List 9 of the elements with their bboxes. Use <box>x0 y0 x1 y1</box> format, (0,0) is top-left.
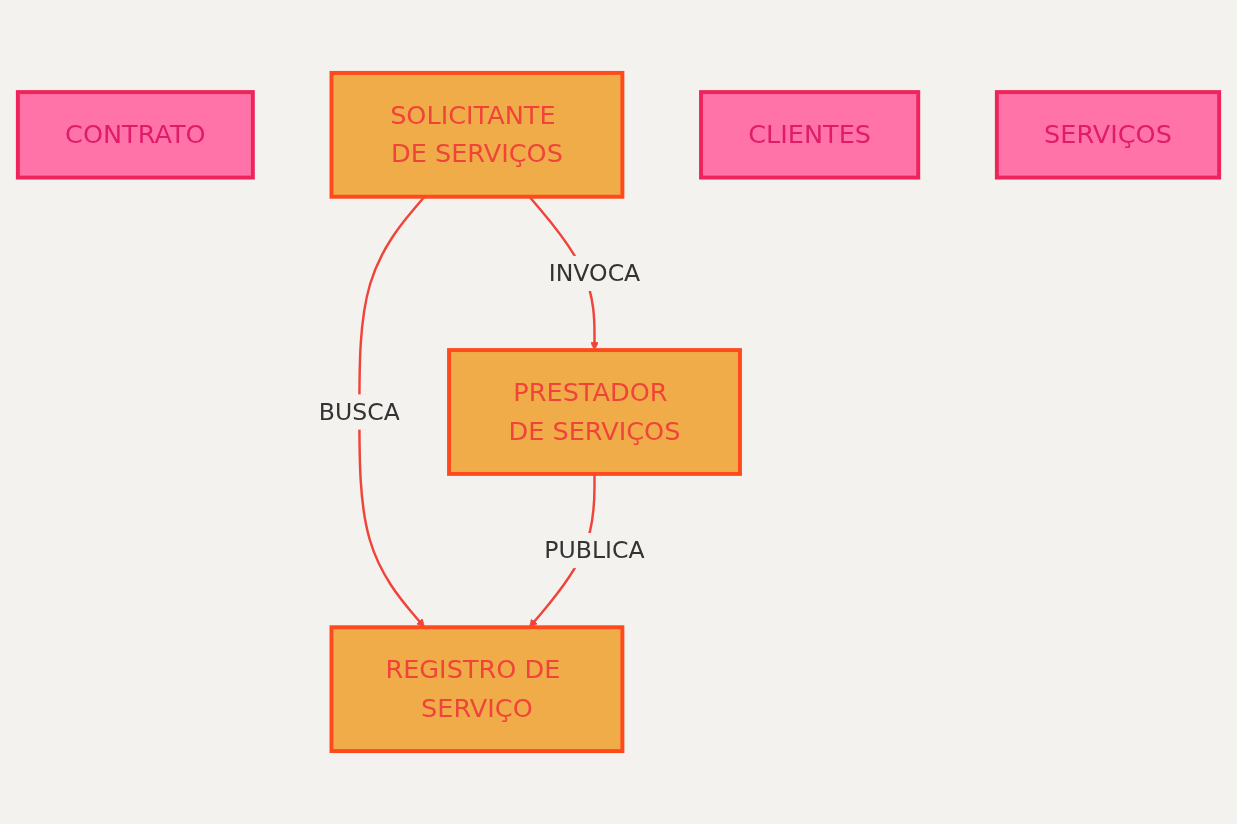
edge-label: PUBLICA <box>544 536 645 565</box>
node-box: SERVIÇOS <box>994 90 1222 180</box>
node-box: CONTRATO <box>15 90 255 180</box>
edge-label: BUSCA <box>318 398 400 426</box>
edge-label: INVOCA <box>548 259 641 288</box>
node-box: CLIENTES <box>699 90 921 180</box>
node-box: SOLICITANTE DE SERVIÇOS <box>329 70 625 199</box>
node-box: PRESTADOR DE SERVIÇOS <box>447 348 742 476</box>
node-box: REGISTRO DE SERVIÇO <box>329 625 625 754</box>
